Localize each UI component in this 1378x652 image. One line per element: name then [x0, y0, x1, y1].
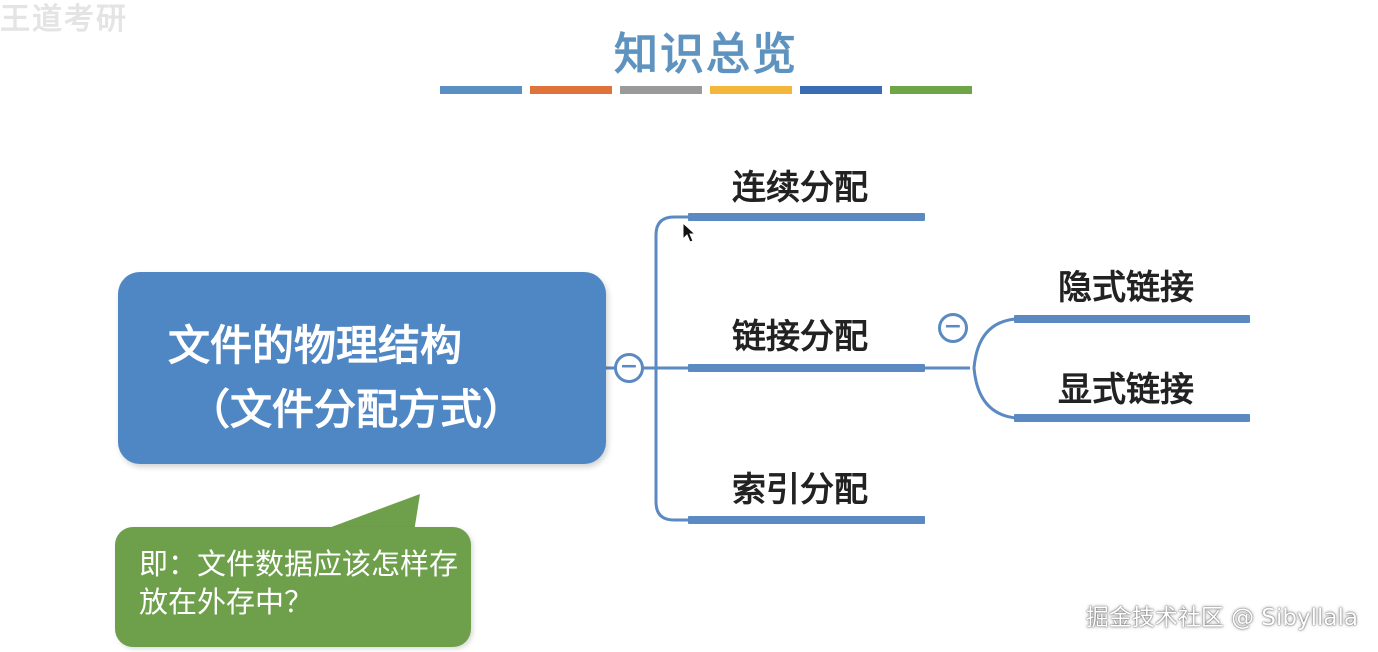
branch-indexed-allocation[interactable]: 索引分配 — [732, 470, 868, 510]
child-underline-implicit — [1014, 315, 1250, 323]
underline-segment — [890, 86, 972, 94]
note-callout[interactable]: 即：文件数据应该怎样存放在外存中？ — [115, 527, 471, 647]
brand-logo: 王道考研 — [0, 2, 128, 37]
child-implicit-link[interactable]: 隐式链接 — [1058, 268, 1194, 308]
child-underline-explicit — [1014, 414, 1250, 422]
branch-linked-allocation[interactable]: 链接分配 — [732, 317, 868, 357]
title-underline — [440, 86, 972, 94]
main-topic-node[interactable]: 文件的物理结构 （文件分配方式） — [118, 272, 606, 464]
collapse-main-button[interactable]: − — [614, 353, 644, 383]
branch-underline-linked — [688, 364, 925, 372]
underline-segment — [530, 86, 612, 94]
page-title: 知识总览 — [614, 29, 798, 80]
main-topic-line1: 文件的物理结构 — [168, 321, 463, 370]
main-topic-line2: （文件分配方式） — [188, 385, 525, 434]
child-explicit-link[interactable]: 显式链接 — [1058, 370, 1194, 410]
connector-spine — [654, 215, 688, 522]
underline-segment — [620, 86, 702, 94]
callout-pointer — [318, 494, 420, 532]
connector-linked-fork — [972, 317, 1017, 420]
mouse-pointer-icon — [682, 222, 697, 243]
branch-continuous-allocation[interactable]: 连续分配 — [732, 168, 868, 208]
underline-segment — [710, 86, 792, 94]
underline-segment — [800, 86, 882, 94]
underline-segment — [440, 86, 522, 94]
collapse-linked-button[interactable]: − — [938, 313, 968, 343]
watermark: 掘金技术社区 @ Sibyllala — [1085, 605, 1358, 631]
branch-underline-continuous — [688, 213, 925, 221]
callout-text: 即：文件数据应该怎样存放在外存中？ — [139, 547, 459, 619]
branch-underline-indexed — [688, 516, 925, 524]
